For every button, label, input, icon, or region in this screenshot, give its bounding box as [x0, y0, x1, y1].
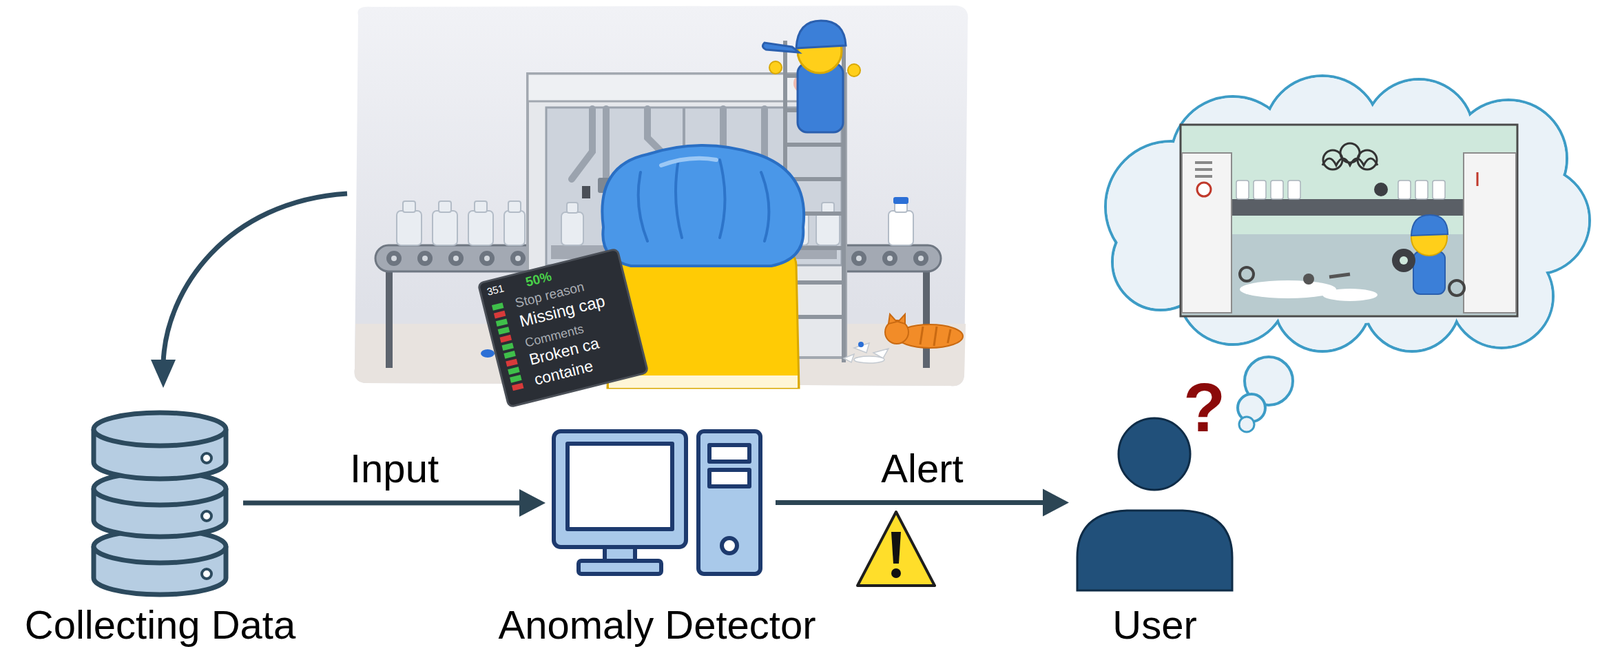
question-mark: ?	[1183, 369, 1226, 445]
status-bar	[507, 366, 520, 375]
node-label: Anomaly Detector	[498, 601, 817, 649]
thought-cloud	[1105, 75, 1590, 432]
edge-label: Alert	[880, 445, 963, 492]
database-icon	[89, 408, 231, 598]
factory-scene	[354, 5, 969, 388]
node-label: Collecting Data	[24, 601, 296, 649]
flow-arrow	[163, 193, 348, 364]
computer-icon	[551, 428, 764, 577]
edge-label: Input	[349, 445, 439, 492]
status-bar	[505, 358, 518, 368]
status-bar	[495, 318, 508, 327]
icon-node: Anomaly Detector	[551, 428, 764, 577]
status-bar	[491, 302, 504, 311]
icon-node: Collecting Data	[89, 408, 231, 598]
status-bar	[503, 350, 516, 359]
status-bar	[511, 382, 524, 392]
warning-symbol	[857, 511, 935, 586]
status-bar	[500, 334, 512, 344]
status-bar	[497, 326, 510, 335]
tablet-screen: 35150%Stop reasonMissing capCommentsBrok…	[476, 247, 649, 408]
status-bar	[493, 310, 506, 319]
flow-arrow	[775, 489, 1069, 517]
node-label: User	[1112, 601, 1197, 649]
arrow-head	[150, 359, 176, 388]
percent-value: 50%	[524, 269, 554, 290]
status-bar	[509, 374, 522, 383]
counter-value: 351	[485, 282, 505, 298]
status-bar	[501, 342, 514, 351]
flow-arrow	[243, 489, 546, 517]
